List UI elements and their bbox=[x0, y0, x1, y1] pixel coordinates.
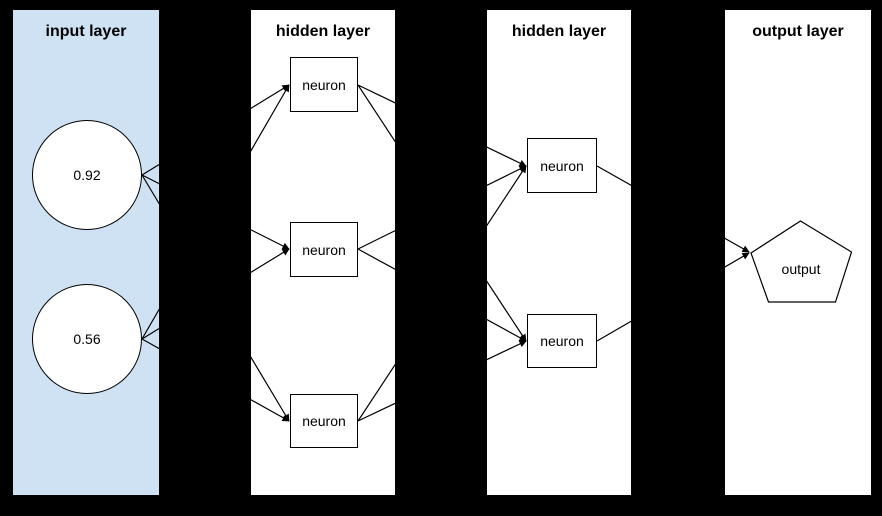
hidden1-node-2-label: neuron bbox=[302, 241, 346, 258]
layer-panel-hidden-2: hidden layer bbox=[487, 10, 631, 495]
layer-panel-input: input layer bbox=[13, 10, 159, 495]
layer-title-input: input layer bbox=[45, 23, 127, 40]
layer-title-output: output layer bbox=[752, 23, 844, 40]
input-node-2-label: 0.56 bbox=[73, 331, 101, 347]
hidden2-node-2: neuron bbox=[527, 314, 597, 368]
hidden2-node-2-label: neuron bbox=[540, 333, 584, 349]
hidden1-node-3-label: neuron bbox=[302, 413, 346, 429]
input-node-2: 0.56 bbox=[32, 284, 142, 394]
hidden1-node-2: neuron bbox=[290, 222, 358, 277]
layer-title-hidden-2: hidden layer bbox=[511, 23, 607, 40]
layer-title-hidden-1: hidden layer bbox=[275, 23, 371, 40]
layer-panel-output: output layer bbox=[725, 10, 871, 495]
hidden2-node-1: neuron bbox=[527, 138, 597, 193]
input-node-1-label: 0.92 bbox=[73, 167, 101, 183]
hidden1-node-1-label: neuron bbox=[302, 76, 346, 93]
input-node-1: 0.92 bbox=[32, 120, 142, 230]
hidden1-node-3: neuron bbox=[290, 394, 358, 448]
output-node-label: output bbox=[781, 261, 821, 277]
hidden1-node-1: neuron bbox=[290, 57, 358, 112]
hidden2-node-1-label: neuron bbox=[540, 157, 584, 174]
